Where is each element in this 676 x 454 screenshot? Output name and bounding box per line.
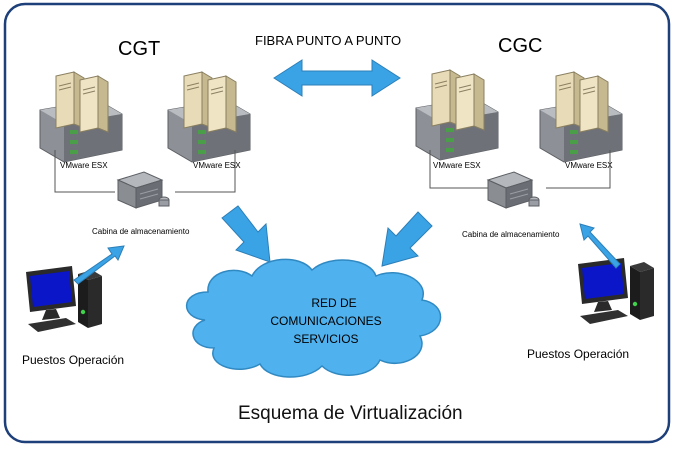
arrow-icon xyxy=(579,223,621,269)
server-label: VMware ESX xyxy=(565,161,613,170)
connection-line xyxy=(429,150,611,189)
storage-label: Cabina de almacenamiento xyxy=(92,227,190,236)
connection-line xyxy=(54,150,236,193)
arrow-icon xyxy=(73,245,125,285)
network-label-line1: RED DE xyxy=(311,296,356,310)
server-label: VMware ESX xyxy=(60,161,108,170)
network-label-line2: COMUNICACIONES xyxy=(270,314,381,328)
workstation-label-right: Puestos Operación xyxy=(527,347,629,361)
storage-label: Cabina de almacenamiento xyxy=(462,230,560,239)
fibre-link-label: FIBRA PUNTO A PUNTO xyxy=(255,33,401,48)
diagram-frame xyxy=(3,2,671,444)
cloud-icon xyxy=(185,258,442,378)
diagram-caption: Esquema de Virtualización xyxy=(238,403,463,424)
site-label-cgc: CGC xyxy=(498,35,542,57)
arrow-icon xyxy=(381,211,433,267)
double-arrow-icon xyxy=(273,59,401,97)
server-label: VMware ESX xyxy=(433,161,481,170)
network-label-line3: SERVICIOS xyxy=(293,332,358,346)
workstation-label-left: Puestos Operación xyxy=(22,353,124,367)
arrow-icon xyxy=(221,205,271,263)
server-label: VMware ESX xyxy=(193,161,241,170)
site-label-cgt: CGT xyxy=(118,38,160,60)
